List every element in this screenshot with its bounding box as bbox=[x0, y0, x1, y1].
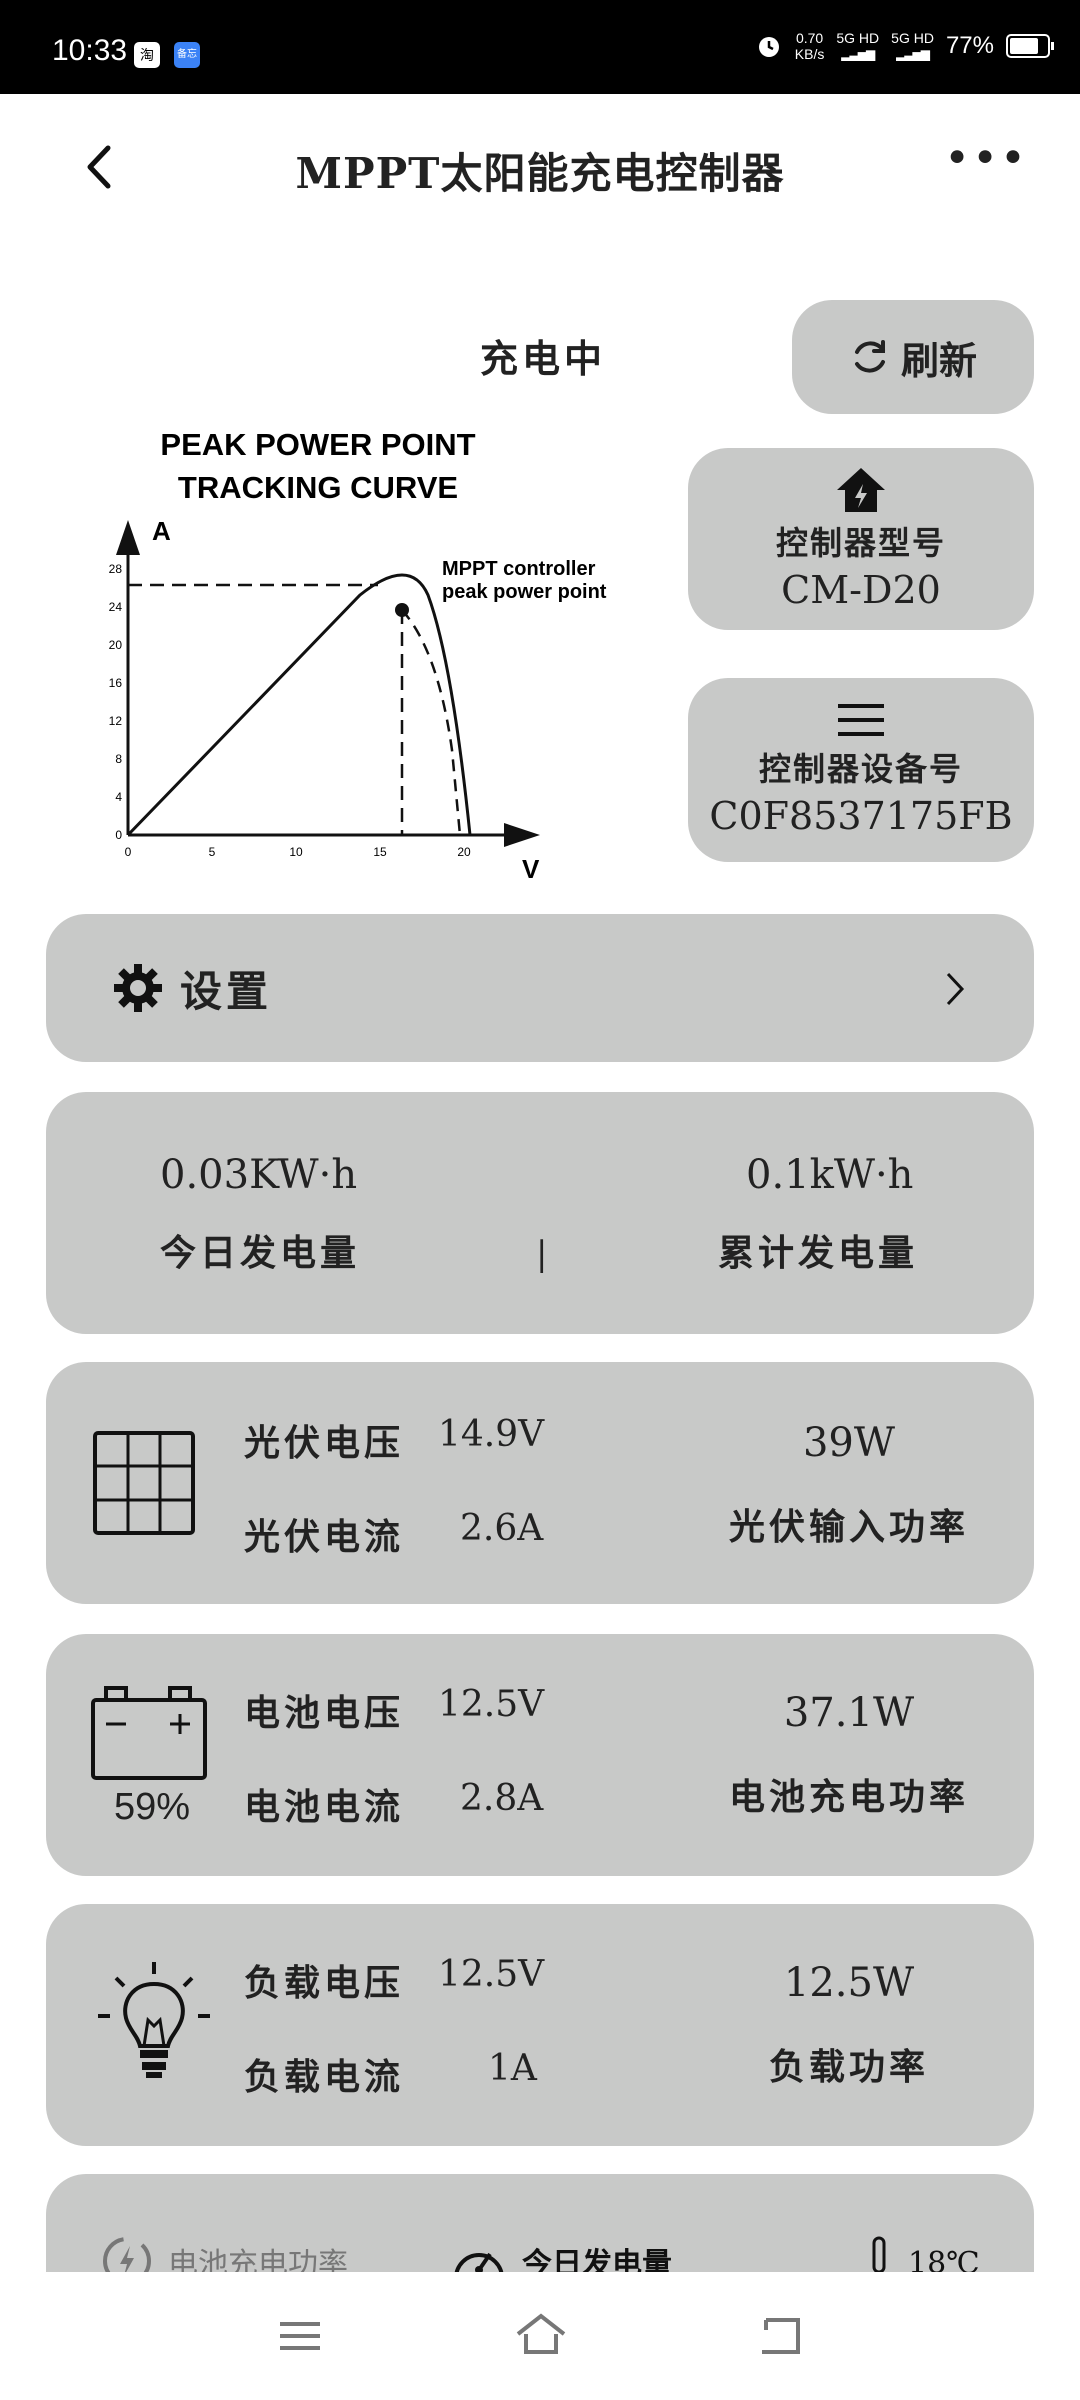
y-tick: 4 bbox=[115, 790, 122, 804]
home-charge-icon bbox=[837, 468, 885, 512]
status-bar: 10:33 淘 备忘 0.70 KB/s 5G HD ▂▃▅▆ 5G HD ▂▃… bbox=[0, 0, 1080, 94]
x-tick: 20 bbox=[457, 845, 471, 859]
y-tick: 8 bbox=[115, 752, 122, 766]
load-voltage-value: 12.5V bbox=[438, 1954, 545, 1995]
load-card: 负载电压 12.5V 负载电流 1A 12.5W 负载功率 bbox=[46, 1904, 1034, 2146]
pv-voltage-value: 14.9V bbox=[438, 1414, 545, 1455]
x-axis-label: V bbox=[522, 854, 540, 884]
battery-soc-percent: 59% bbox=[114, 1786, 191, 1828]
y-tick: 28 bbox=[109, 562, 123, 576]
y-tick: 16 bbox=[109, 676, 123, 690]
mppt-curve-image: PEAK POWER POINT TRACKING CURVE A V 0 4 … bbox=[109, 427, 607, 884]
today-energy-label: 今日发电量 bbox=[160, 1232, 361, 1274]
memo-app-icon: 备忘 bbox=[174, 42, 200, 68]
light-bulb-icon bbox=[98, 1962, 210, 2078]
home-icon[interactable] bbox=[514, 2312, 568, 2356]
y-tick: 20 bbox=[109, 638, 123, 652]
load-current-value: 1A bbox=[488, 2048, 537, 2089]
controller-model-card[interactable]: 控制器型号 CM-D20 bbox=[688, 448, 1034, 630]
pv-voltage-label: 光伏电压 bbox=[244, 1422, 405, 1464]
back-nav-icon[interactable] bbox=[758, 2316, 802, 2356]
menu-lines-icon bbox=[838, 704, 884, 736]
y-axis-label: A bbox=[152, 516, 171, 546]
signal-1: 5G HD ▂▃▅▆ bbox=[836, 30, 880, 61]
total-energy-label: 累计发电量 bbox=[718, 1232, 919, 1274]
refresh-button[interactable]: 刷新 bbox=[792, 300, 1034, 414]
load-voltage-label: 负载电压 bbox=[244, 1962, 405, 2004]
x-tick: 10 bbox=[289, 845, 303, 859]
status-time: 10:33 bbox=[52, 34, 128, 67]
battery-voltage-label: 电池电压 bbox=[244, 1692, 405, 1734]
load-power-value: 12.5W bbox=[783, 1960, 915, 2006]
load-current-label: 负载电流 bbox=[244, 2056, 405, 2098]
pv-power-value: 39W bbox=[802, 1420, 895, 1466]
system-nav-bar bbox=[0, 2272, 1080, 2400]
device-value: C0F8537175FB bbox=[709, 794, 1013, 838]
x-tick: 0 bbox=[125, 845, 132, 859]
app-bar: MPPT太阳能充电控制器 ••• bbox=[0, 94, 1080, 244]
device-label: 控制器设备号 bbox=[758, 750, 963, 788]
x-axis-arrow bbox=[504, 823, 540, 847]
annotation-line1: MPPT controller bbox=[442, 558, 596, 580]
chart-title-line1: PEAK POWER POINT bbox=[160, 427, 475, 462]
signal-2: 5G HD ▂▃▅▆ bbox=[891, 30, 934, 61]
back-arrow-icon[interactable] bbox=[80, 142, 120, 192]
annotation-line2: peak power point bbox=[442, 581, 607, 603]
peak-power-point bbox=[395, 603, 409, 617]
battery-power-value: 37.1W bbox=[783, 1690, 915, 1736]
battery-card: 59% 电池电压 12.5V 电池电流 2.8A 37.1W 电池充电功率 bbox=[46, 1634, 1034, 1876]
solar-panel-icon bbox=[93, 1431, 195, 1535]
car-battery-icon bbox=[91, 1686, 207, 1780]
total-energy-value: 0.1kW·h bbox=[746, 1152, 914, 1198]
page-title: MPPT太阳能充电控制器 bbox=[295, 149, 785, 198]
controller-device-card[interactable]: 控制器设备号 C0F8537175FB bbox=[688, 678, 1034, 862]
load-power-label: 负载功率 bbox=[768, 2046, 929, 2088]
x-tick: 5 bbox=[209, 845, 216, 859]
today-energy-value: 0.03KW·h bbox=[160, 1152, 358, 1198]
y-tick: 12 bbox=[109, 714, 123, 728]
pv-card: 光伏电压 14.9V 光伏电流 2.6A 39W 光伏输入功率 bbox=[46, 1362, 1034, 1604]
taobao-app-icon: 淘 bbox=[134, 42, 160, 68]
y-axis-arrow bbox=[116, 520, 140, 555]
alarm-icon bbox=[758, 37, 779, 57]
network-speed: 0.70 KB/s bbox=[794, 30, 825, 62]
refresh-icon bbox=[854, 340, 885, 373]
battery-voltage-value: 12.5V bbox=[438, 1684, 545, 1725]
settings-row[interactable]: 设置 bbox=[46, 914, 1034, 1062]
pv-current-label: 光伏电流 bbox=[244, 1516, 405, 1558]
energy-card: 0.03KW·h 今日发电量 | 0.1kW·h 累计发电量 bbox=[46, 1092, 1034, 1334]
battery-current-value: 2.8A bbox=[460, 1778, 544, 1819]
battery-power-label: 电池充电功率 bbox=[728, 1776, 969, 1818]
pv-power-label: 光伏输入功率 bbox=[728, 1506, 969, 1548]
power-curve bbox=[126, 573, 472, 837]
refresh-label: 刷新 bbox=[900, 337, 977, 383]
battery-current-label: 电池电流 bbox=[244, 1786, 405, 1828]
current-curve bbox=[401, 609, 462, 836]
divider: | bbox=[536, 1234, 548, 1274]
y-tick: 0 bbox=[115, 828, 122, 842]
model-label: 控制器型号 bbox=[775, 524, 946, 562]
settings-label: 设置 bbox=[180, 967, 273, 1016]
recent-apps-icon[interactable] bbox=[278, 2318, 322, 2354]
pv-current-value: 2.6A bbox=[460, 1508, 544, 1549]
battery-icon bbox=[1006, 34, 1054, 58]
chart-title-line2: TRACKING CURVE bbox=[178, 470, 458, 505]
model-value: CM-D20 bbox=[781, 568, 941, 612]
x-tick: 15 bbox=[373, 845, 387, 859]
chevron-right-icon bbox=[946, 972, 965, 1006]
battery-percent: 77% bbox=[945, 32, 994, 59]
y-tick: 24 bbox=[109, 600, 123, 614]
charging-status: 充电中 bbox=[480, 336, 607, 381]
gear-icon bbox=[114, 964, 162, 1012]
more-options-icon[interactable]: ••• bbox=[944, 133, 1028, 184]
